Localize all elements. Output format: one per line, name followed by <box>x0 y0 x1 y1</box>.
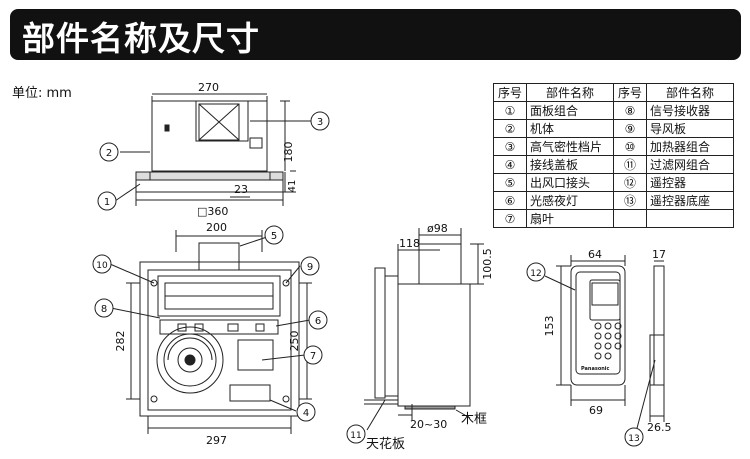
dim-297: 297 <box>206 434 227 447</box>
callout-4-circle <box>296 402 316 422</box>
dim-41: 41 <box>287 180 298 193</box>
dim-26-5: 26.5 <box>647 421 672 434</box>
callout-13-circle <box>624 427 644 447</box>
table-row: ⑦ 扇叶 <box>493 209 734 228</box>
remote-brand-logo: Panasonic <box>581 366 610 372</box>
dim-100-5: 100.5 <box>481 248 494 280</box>
dim-20-30: 20~30 <box>410 418 447 431</box>
callout-10-circle <box>92 254 112 274</box>
front-panel-view <box>109 230 312 434</box>
callout-9-circle <box>300 256 320 276</box>
parts-table: 序号 部件名称 序号 部件名称 ① 面板组合 ⑧ 信号接收器 ② 机体 ⑨ 导风… <box>493 83 734 228</box>
dim-98: ø98 <box>427 222 448 235</box>
part-name: 接线盖板 <box>526 155 614 174</box>
callout-1-circle <box>97 191 117 211</box>
callout-11: 11 <box>350 431 361 441</box>
callout-12-circle <box>526 262 546 282</box>
callout-8-circle <box>94 298 114 318</box>
part-number: ⑬ <box>613 191 647 210</box>
callout-2-circle <box>99 142 119 162</box>
part-name: 过滤网组合 <box>646 155 734 174</box>
table-row: ② 机体 ⑨ 导风板 <box>493 119 734 138</box>
part-name: 扇叶 <box>526 209 614 228</box>
callout-3: 3 <box>317 117 323 128</box>
dim-250: 250 <box>288 331 301 352</box>
callout-6: 6 <box>315 316 321 327</box>
wood-frame-label: 木框 <box>461 412 487 427</box>
part-name: 加热器组合 <box>646 137 734 156</box>
top-elevation-view <box>114 93 311 206</box>
parts-table-header: 序号 部件名称 序号 部件名称 <box>493 83 734 102</box>
dim-118: 118 <box>399 237 420 250</box>
dim-69: 69 <box>589 404 603 417</box>
callout-1: 1 <box>104 197 110 208</box>
remote-control-view <box>544 255 665 433</box>
callout-12: 12 <box>530 269 541 279</box>
dim-282: 282 <box>114 331 127 352</box>
dim-180: 180 <box>282 142 295 163</box>
table-row: ⑤ 出风口接头 ⑫ 遥控器 <box>493 173 734 192</box>
callout-13: 13 <box>628 434 639 444</box>
page-title: 部件名称及尺寸 <box>22 19 260 58</box>
callout-8: 8 <box>101 304 107 315</box>
callout-11-circle <box>346 424 366 444</box>
callout-4: 4 <box>303 408 309 419</box>
callout-5-circle <box>264 225 284 245</box>
header-name-2: 部件名称 <box>646 83 734 102</box>
part-name: 信号接收器 <box>646 101 734 120</box>
unit-label: 单位: mm <box>12 86 72 101</box>
ceiling-label: 天花板 <box>366 436 405 452</box>
table-row: ④ 接线盖板 ⑪ 过滤网组合 <box>493 155 734 174</box>
dim-360: □360 <box>197 205 228 218</box>
callout-5: 5 <box>271 231 277 242</box>
part-name: 遥控器 <box>646 173 734 192</box>
part-name: 出风口接头 <box>526 173 614 192</box>
callout-10: 10 <box>96 261 108 271</box>
dim-153: 153 <box>543 316 556 337</box>
part-name <box>646 209 734 228</box>
part-name: 导风板 <box>646 119 734 138</box>
callout-6-circle <box>308 310 328 330</box>
callout-3-circle <box>310 111 330 131</box>
callout-2: 2 <box>106 148 112 159</box>
title-bar <box>10 9 741 60</box>
table-row: ③ 高气密性档片 ⑩ 加热器组合 <box>493 137 734 156</box>
callout-7-circle <box>303 345 323 365</box>
side-section-view <box>364 228 484 431</box>
callout-9: 9 <box>307 262 313 273</box>
dim-64: 64 <box>588 248 602 261</box>
dim-17: 17 <box>652 248 666 261</box>
dim-200: 200 <box>206 221 227 234</box>
callout-7: 7 <box>310 351 316 362</box>
dim-270: 270 <box>198 81 219 94</box>
part-name: 高气密性档片 <box>526 137 614 156</box>
dim-23: 23 <box>234 183 248 196</box>
